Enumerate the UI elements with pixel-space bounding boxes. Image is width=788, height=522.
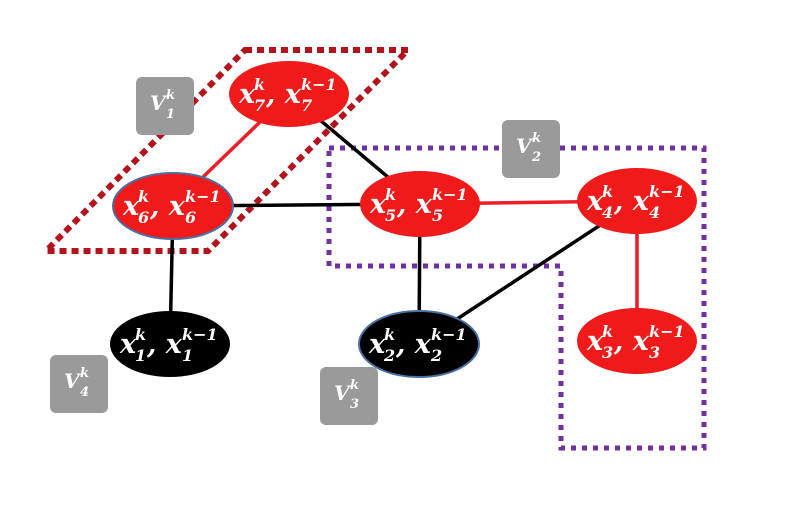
node-ellipse [358, 310, 480, 378]
partition-regions [38, 47, 707, 451]
partition-region-v2 [326, 145, 707, 451]
node-ellipse [112, 172, 234, 240]
partition-region-v1 [38, 47, 416, 254]
node-ellipse [360, 171, 480, 237]
node-ellipse [577, 308, 697, 374]
node-ellipse [577, 168, 697, 234]
subset-box [320, 367, 378, 425]
subset-box [136, 77, 194, 135]
node-ellipse [229, 61, 349, 127]
node-ellipse [110, 311, 230, 377]
subset-box [50, 355, 108, 413]
subset-box [502, 120, 560, 178]
